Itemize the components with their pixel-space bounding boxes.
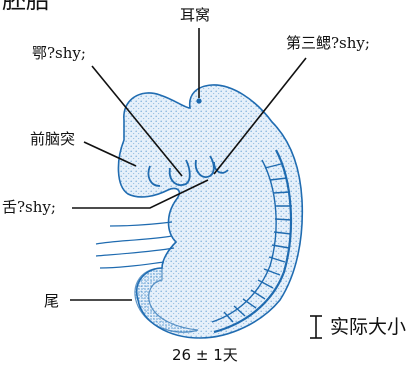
scale-bar-label: 实际大小: [330, 316, 406, 338]
scale-bar: [310, 316, 322, 338]
ear-pit-dot: [196, 98, 201, 103]
label-tail: 尾: [44, 292, 59, 310]
label-mandibular-arch: 鄂?shy;: [32, 44, 86, 62]
figure-title: 胚胎: [2, 0, 50, 13]
label-ear-pit: 耳窝: [180, 6, 210, 24]
label-third-branchial-arch: 第三鳃?shy;: [286, 34, 370, 52]
age-caption: 26 ± 1天: [172, 346, 238, 364]
label-forebrain-bulge: 前脑突: [30, 130, 75, 148]
label-tongue: 舌?shy;: [2, 198, 56, 216]
